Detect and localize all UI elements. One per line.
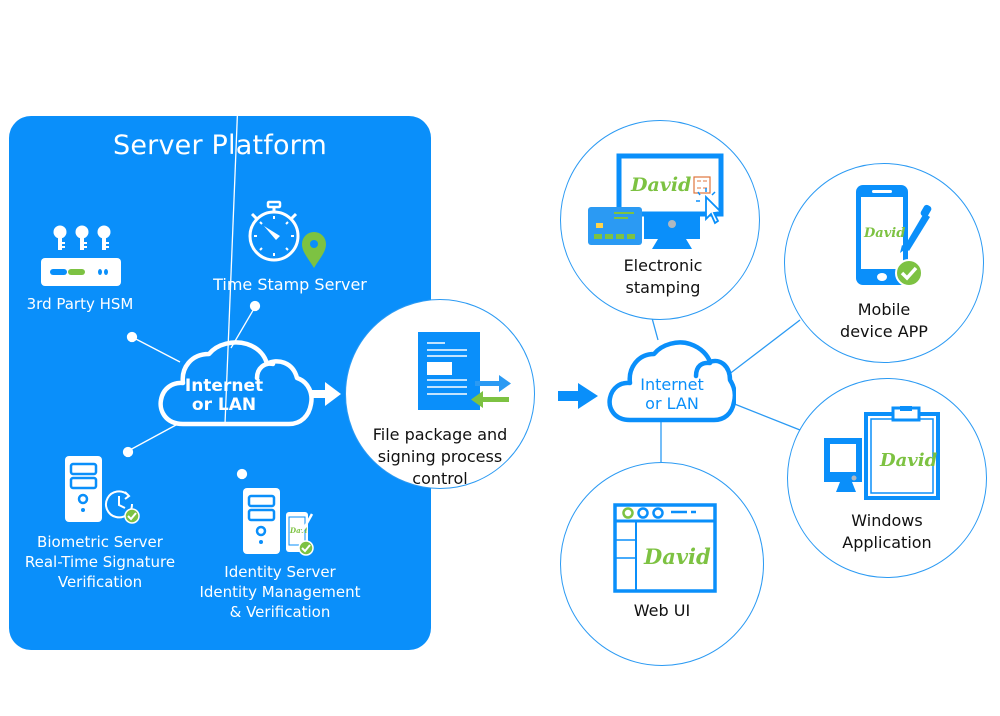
- label-windows: Windows Application: [842, 511, 932, 552]
- connector-biometric: [127, 424, 177, 452]
- svg-text:Davi: Davi: [289, 526, 308, 535]
- client-cloud-icon: [607, 340, 736, 423]
- label-stamping: Electronic stamping: [623, 256, 703, 297]
- connector-windows: [731, 402, 801, 431]
- panel-cloud-label: Internet or LAN: [178, 377, 270, 415]
- node-identity: Davi: [240, 484, 320, 556]
- connector-dot-timestamp: [249, 300, 261, 312]
- connector-mobile: [727, 319, 801, 376]
- monitor-card-stamp-icon: David: [588, 153, 724, 249]
- label-hsm: 3rd Party HSM: [26, 295, 134, 313]
- center-process-label: File package and signing process control: [372, 425, 508, 488]
- label-web: Web UI: [633, 601, 691, 620]
- server-clock-check-icon: [65, 456, 140, 524]
- label-identity: Identity Server Identity Management & Ve…: [199, 563, 361, 621]
- connector-hsm: [131, 336, 181, 363]
- label-biometric: Biometric Server Real-Time Signature Ver…: [24, 533, 176, 591]
- windows-signature: David: [879, 450, 938, 471]
- stamping-signature: David: [630, 174, 691, 196]
- browser-window-icon: David: [613, 503, 717, 593]
- server-phone-signature-icon: Davi: [243, 488, 314, 556]
- node-timestamp: [244, 198, 334, 270]
- panel-cloud-icon: [158, 340, 341, 427]
- web-signature: David: [643, 544, 711, 569]
- client-cloud-label: Internet or LAN: [640, 375, 704, 413]
- server-platform-title: Server Platform: [113, 130, 327, 161]
- panel-cloud-line2: or LAN: [191, 395, 257, 415]
- connector-dot-identity: [236, 468, 248, 480]
- node-biometric: [62, 452, 142, 524]
- stopwatch-location-icon: [248, 200, 326, 268]
- label-timestamp: Time Stamp Server: [213, 275, 367, 294]
- connector-stamping: [651, 317, 659, 341]
- panel-cloud-line1: Internet: [184, 376, 264, 396]
- document-transfer-icon: [418, 332, 511, 410]
- connector-dot-biometric: [122, 446, 134, 458]
- arrow-right-icon: [558, 383, 598, 409]
- hsm-keys-icon: [41, 225, 121, 286]
- connector-dot-hsm: [126, 331, 138, 343]
- desktop-clipboard-icon: David: [824, 406, 940, 500]
- node-hsm: [26, 220, 126, 290]
- mobile-signature: David: [863, 226, 905, 241]
- phone-pen-check-icon: David: [856, 185, 932, 287]
- connector-identity: [224, 0, 243, 425]
- label-mobile: Mobile device APP: [840, 300, 928, 341]
